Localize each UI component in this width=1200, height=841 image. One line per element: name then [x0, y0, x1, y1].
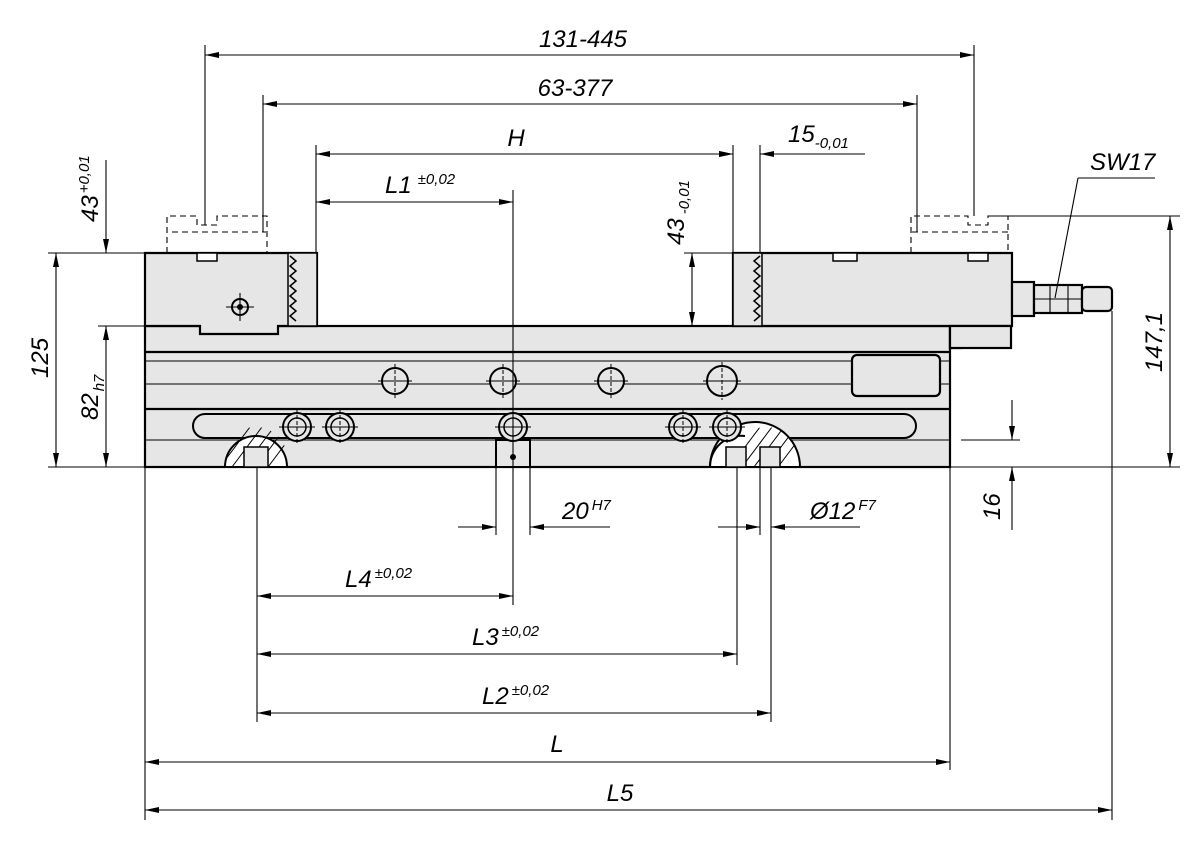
dim-63-377: 63-377 — [538, 75, 614, 102]
hole-4 — [703, 362, 741, 400]
spindle-sw17 — [1010, 280, 1114, 318]
hole-8 — [665, 409, 701, 445]
dim-147-1: 147,1 — [1141, 312, 1168, 372]
dim-l1: L1±0,02 — [385, 171, 456, 199]
dimension-labels: 131-445 63-377 H 15-0,01 SW17 L1±0,02 43… — [27, 26, 1168, 807]
dim-125: 125 — [27, 337, 54, 378]
dim-131-445: 131-445 — [539, 26, 628, 53]
hole-5 — [279, 409, 315, 445]
hole-3 — [594, 364, 628, 398]
jaw-plates-dashed — [166, 215, 1009, 253]
left-jaw — [143, 251, 319, 336]
dim-h: H — [507, 125, 525, 152]
dim-l2: L2±0,02 — [482, 682, 550, 710]
hole-9 — [709, 409, 745, 445]
dimension-lines — [48, 45, 1180, 820]
right-jaw — [731, 251, 1014, 350]
dim-82: 82h7 — [77, 374, 108, 420]
dim-16: 16 — [979, 493, 1006, 520]
hole-6 — [322, 409, 358, 445]
label-sw17: SW17 — [1090, 149, 1157, 176]
mounting-holes — [279, 362, 745, 460]
dim-43-right: 43-0,01 — [663, 180, 693, 245]
dim-43-left: 43+0,01 — [76, 155, 104, 222]
dim-l3: L3±0,02 — [472, 623, 540, 651]
dim-l4: L4±0,02 — [345, 565, 413, 593]
hole-1 — [378, 364, 412, 398]
dim-l5: L5 — [607, 780, 634, 807]
dim-15: 15-0,01 — [788, 121, 849, 152]
vise-body — [143, 215, 1114, 469]
hole-2 — [486, 364, 520, 398]
dim-l: L — [550, 731, 563, 758]
